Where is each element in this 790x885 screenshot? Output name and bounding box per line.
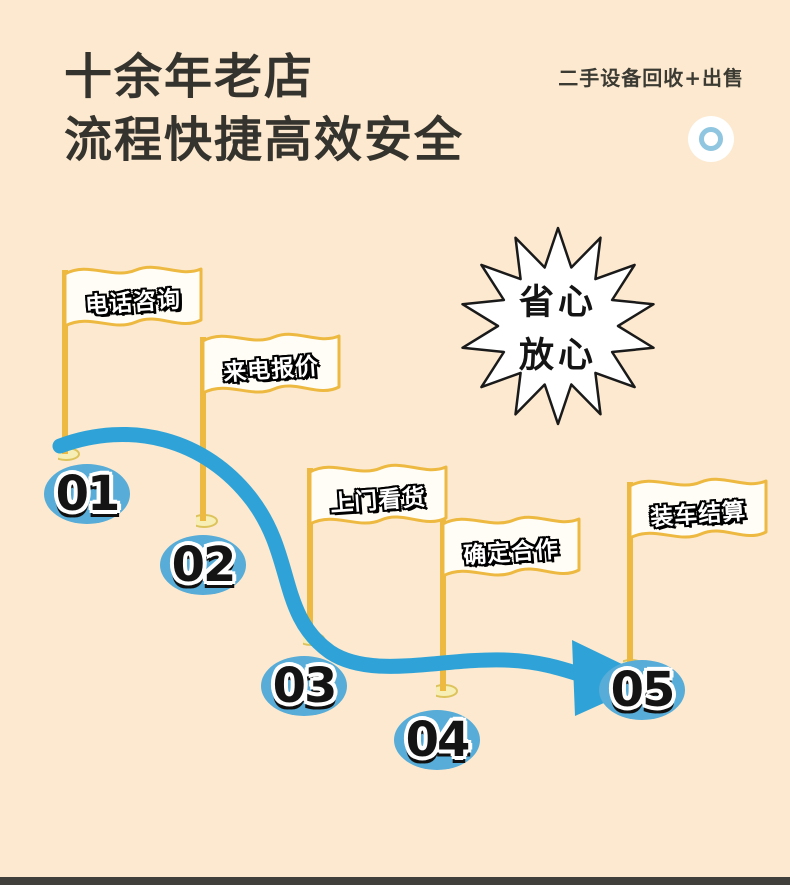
step-3: 上门看货 03 <box>261 456 453 716</box>
title-line-1: 十余年老店 <box>64 49 315 105</box>
step-number: 03 <box>272 658 338 714</box>
step-number-badge: 05 <box>599 660 685 720</box>
step-1: 电话咨询 01 <box>44 258 208 524</box>
step-number: 04 <box>405 712 471 768</box>
step-4: 确定合作 04 <box>394 508 586 770</box>
step-number-badge: 04 <box>394 710 480 770</box>
step-5: 装车结算 05 <box>599 470 773 720</box>
tagline: 二手设备回收+出售 <box>558 66 744 90</box>
starburst-line-1: 省心 <box>518 283 597 323</box>
title-line-2: 流程快捷高效安全 <box>64 112 465 169</box>
step-number: 05 <box>610 662 676 718</box>
step-number-badge: 02 <box>160 535 246 595</box>
step-number-badge: 03 <box>261 656 347 716</box>
starburst-line-2: 放心 <box>518 336 597 376</box>
starburst-badge: 省心 放心 <box>448 226 668 426</box>
ring-icon <box>688 116 734 162</box>
bottom-edge-bar <box>0 877 790 885</box>
ring-icon-inner <box>699 127 723 151</box>
step-number-badge: 01 <box>44 464 130 524</box>
step-number: 02 <box>171 537 237 593</box>
page-title: 十余年老店 流程快捷高效安全 <box>64 46 464 173</box>
step-number: 01 <box>55 466 121 522</box>
starburst-text: 省心 放心 <box>448 226 668 426</box>
starburst-icon <box>461 226 655 426</box>
